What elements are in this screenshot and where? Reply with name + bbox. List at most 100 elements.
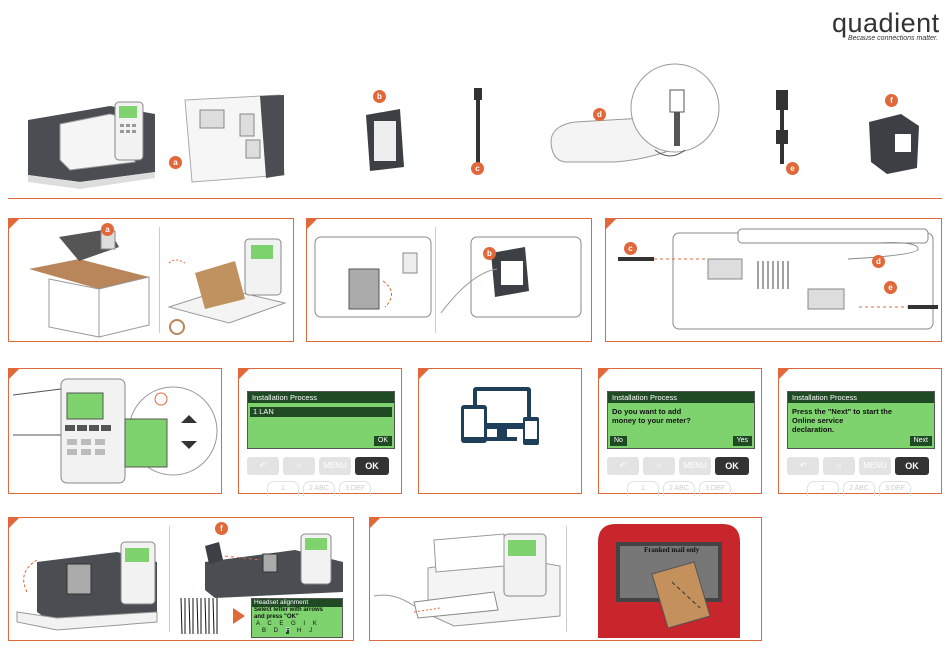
letter[interactable]: E xyxy=(279,621,284,627)
step-corner-marker xyxy=(8,517,20,529)
lcd-message: Do you want to add money to your meter? xyxy=(612,407,691,425)
step-corner-marker xyxy=(598,368,610,380)
key-2[interactable]: 2 ABC xyxy=(303,481,335,496)
letter[interactable]: H xyxy=(297,628,302,634)
step-5-select-lan: Installation Process 1 LAN OK ↶ ⌂ MENU O… xyxy=(238,368,402,496)
logo-wordmark: quadient xyxy=(832,8,940,38)
unpack-box-illustration xyxy=(29,229,150,338)
ok-button[interactable]: OK xyxy=(355,457,389,475)
key-3[interactable]: 3 DEF xyxy=(339,481,371,496)
step-2-install-cartridge: b xyxy=(306,218,592,342)
step-corner-marker xyxy=(306,218,318,230)
place-meter-illustration xyxy=(167,238,287,324)
panel-separator xyxy=(566,526,567,632)
letter[interactable]: G xyxy=(291,621,296,627)
step-corner-marker xyxy=(778,368,790,380)
menu-button[interactable]: MENU xyxy=(679,457,711,475)
letter[interactable]: K xyxy=(312,621,317,627)
devices-icon xyxy=(461,387,539,445)
open-cover-illustration xyxy=(16,541,158,631)
menu-button[interactable]: MENU xyxy=(859,457,891,475)
lcd-ok-softkey[interactable]: OK xyxy=(373,436,392,446)
menu-button[interactable]: MENU xyxy=(319,457,351,475)
ok-button[interactable]: OK xyxy=(895,457,929,475)
lcd-line-2: money to your meter? xyxy=(612,416,691,425)
lcd-yes-softkey[interactable]: Yes xyxy=(732,436,752,446)
panel-separator xyxy=(435,227,436,333)
arrow-right-icon xyxy=(233,608,245,624)
letter[interactable]: J xyxy=(309,628,313,634)
part-f-printhead-illustration xyxy=(869,114,919,174)
part-badge-c: c xyxy=(471,162,484,175)
key-2[interactable]: 2 ABC xyxy=(843,481,875,496)
insert-printhead-illustration xyxy=(205,533,343,598)
mailbox-illustration xyxy=(598,524,740,638)
headset-title: Headset alignment xyxy=(252,599,342,607)
step-3-badge-c: c xyxy=(624,242,637,255)
key-1[interactable]: 1 xyxy=(807,481,839,496)
headset-letters-row-1: A C E G I K xyxy=(252,621,342,628)
step-6-online-devices xyxy=(418,368,582,494)
step-4-power-on xyxy=(8,368,222,494)
home-icon[interactable]: ⌂ xyxy=(283,457,315,475)
part-d-power-supply-illustration xyxy=(550,63,720,163)
lcd-line-1: Do you want to add xyxy=(612,407,682,416)
step-corner-marker xyxy=(238,368,250,380)
key-2[interactable]: 2 ABC xyxy=(663,481,695,496)
home-icon[interactable]: ⌂ xyxy=(643,457,675,475)
key-1[interactable]: 1 xyxy=(627,481,659,496)
step-3-badge-e: e xyxy=(884,281,897,294)
letter[interactable]: D xyxy=(273,628,279,634)
back-icon[interactable]: ↶ xyxy=(607,457,639,475)
step-corner-marker xyxy=(369,517,381,529)
headset-line-1: Select letter with arrows xyxy=(254,607,324,613)
lcd-screen: Installation Process 1 LAN OK xyxy=(247,391,395,449)
alignment-pattern xyxy=(180,597,218,635)
step-1-badge: a xyxy=(101,223,114,236)
section-divider xyxy=(8,198,942,199)
letter[interactable]: B xyxy=(262,628,267,634)
lcd-selected-option[interactable]: 1 LAN xyxy=(250,407,392,417)
rear-connections-illustration xyxy=(618,228,938,330)
step-1-unpack: a xyxy=(8,218,294,342)
lcd-line-3: declaration. xyxy=(792,425,835,434)
part-badge-e: e xyxy=(786,162,799,175)
part-c-lan-cable-illustration xyxy=(474,88,482,164)
part-badge-a: a xyxy=(169,156,182,169)
step-10-frank-and-mail: Franked mail only xyxy=(369,517,762,641)
step-3-connect-cables: c d e xyxy=(605,218,942,342)
key-3[interactable]: 3 DEF xyxy=(879,481,911,496)
lcd-title: Installation Process xyxy=(608,392,754,403)
lcd-no-softkey[interactable]: No xyxy=(610,436,627,446)
part-b-cartridge-illustration xyxy=(366,109,404,171)
letter[interactable]: I xyxy=(303,621,306,627)
back-icon[interactable]: ↶ xyxy=(787,457,819,475)
logo-tagline: Because connections matter. xyxy=(848,35,939,42)
letter[interactable]: C xyxy=(267,621,272,627)
step-7-add-money: Installation Process Do you want to add … xyxy=(598,368,762,496)
lcd-line-2: Online service xyxy=(792,416,844,425)
letter-selected[interactable]: F xyxy=(285,628,290,634)
lcd-title: Installation Process xyxy=(788,392,934,403)
home-icon[interactable]: ⌂ xyxy=(823,457,855,475)
step-corner-marker xyxy=(8,368,20,380)
back-icon[interactable]: ↶ xyxy=(247,457,279,475)
key-3[interactable]: 3 DEF xyxy=(699,481,731,496)
lcd-line-1: Press the "Next" to start the xyxy=(792,407,893,416)
lcd-screen: Installation Process Press the "Next" to… xyxy=(787,391,935,449)
frank-envelope-illustration xyxy=(373,533,561,627)
part-badge-f: f xyxy=(885,94,898,107)
lcd-message: Press the "Next" to start the Online ser… xyxy=(792,407,892,434)
lcd-next-softkey[interactable]: Next xyxy=(909,436,932,446)
power-button-illustration xyxy=(12,378,218,484)
mailbox-label: Franked mail only xyxy=(644,546,700,554)
recycle-icon xyxy=(169,319,185,335)
key-1[interactable]: 1 xyxy=(267,481,299,496)
part-e-power-cord-illustration xyxy=(776,90,788,164)
part-badge-b: b xyxy=(373,90,386,103)
step-2-badge: b xyxy=(483,247,496,260)
ok-button[interactable]: OK xyxy=(715,457,749,475)
letter[interactable]: A xyxy=(256,621,260,627)
step-corner-marker xyxy=(8,218,20,230)
lcd-screen: Installation Process Do you want to add … xyxy=(607,391,755,449)
